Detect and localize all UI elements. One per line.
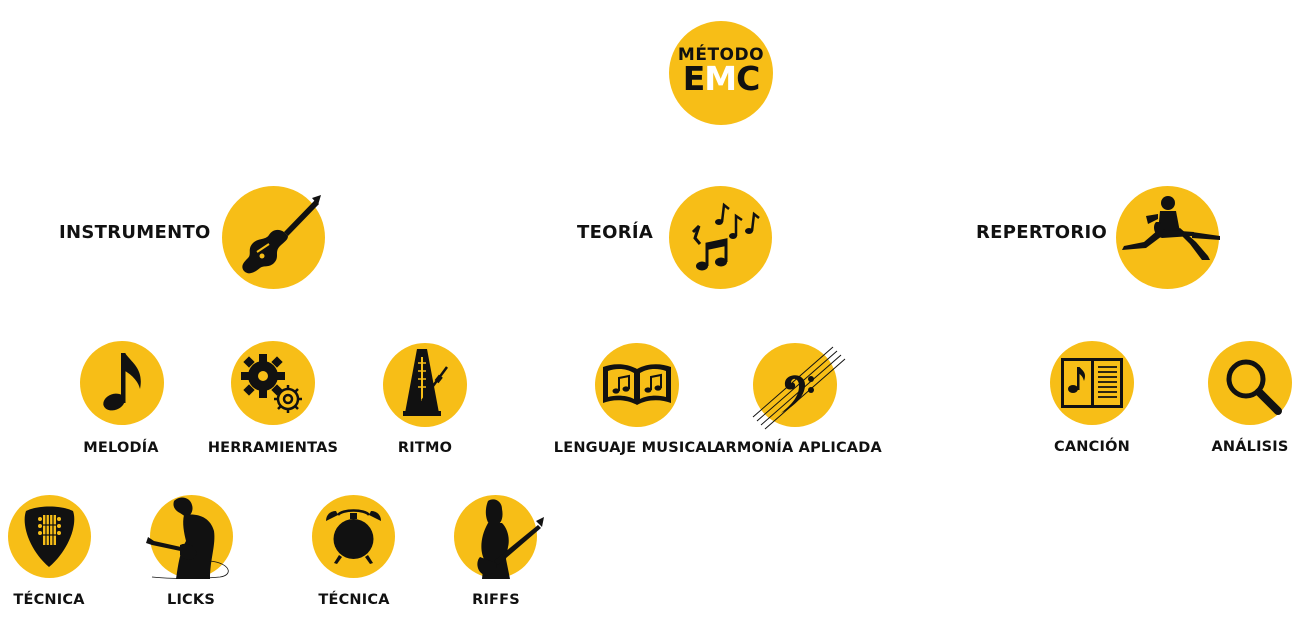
leaf-label-riffs: RIFFS (472, 592, 520, 608)
metronome-icon (403, 349, 449, 416)
subtopic-ritmo[interactable] (383, 343, 467, 427)
leaf-licks[interactable] (146, 495, 233, 579)
sheet-music-icon (1061, 358, 1123, 408)
category-label-repertorio: REPERTORIO (976, 222, 1108, 243)
subtopic-label-herramientas: HERRAMIENTAS (207, 440, 339, 456)
alarm-clock-icon (326, 509, 381, 564)
jumping-guitarist-icon (1122, 196, 1220, 260)
subtopic-cancion[interactable] (1050, 341, 1134, 425)
electric-guitar-icon (242, 195, 321, 274)
music-book-icon (603, 364, 671, 405)
subtopic-label-ritmo: RITMO (397, 440, 453, 456)
subtopic-analisis[interactable] (1208, 341, 1292, 425)
subtopic-label-analisis: ANÁLISIS (1211, 439, 1289, 455)
bass-clef-icon (752, 346, 846, 430)
subtopic-label-lenguaje-musical: LENGUAJE MUSICAL (553, 440, 717, 456)
subtopic-lenguaje-musical[interactable] (595, 343, 679, 427)
leaf-tecnica-ritmo[interactable] (312, 495, 395, 578)
logo-text-emc: EMC (682, 59, 761, 98)
subtopic-herramientas[interactable] (231, 341, 315, 425)
female-guitarist-icon (477, 499, 544, 579)
eighth-note-icon (103, 353, 141, 411)
logo-circle: MÉTODO EMC (669, 21, 773, 125)
category-label-instrumento: INSTRUMENTO (59, 222, 211, 243)
leaf-label-tecnica-1: TÉCNICA (13, 592, 85, 608)
logo-text-metodo: MÉTODO (677, 45, 765, 65)
subtopic-armonia-aplicada[interactable] (752, 343, 846, 430)
subtopic-label-melodia: MELODÍA (83, 440, 159, 456)
leaf-tecnica-instrumento[interactable] (8, 495, 91, 578)
subtopic-label-cancion: CANCIÓN (1054, 439, 1130, 455)
leaf-label-licks: LICKS (167, 592, 215, 608)
subtopic-label-armonia-aplicada: ARMONÍA APLICADA (714, 440, 882, 456)
category-label-teoria: TEORÍA (577, 222, 654, 243)
guitarist-silhouette-icon (146, 497, 229, 579)
gears-icon (241, 354, 302, 413)
guitar-pick-icon (24, 506, 75, 567)
category-teoria[interactable] (669, 186, 772, 289)
leaf-label-tecnica-2: TÉCNICA (318, 592, 390, 608)
music-notes-icon (691, 202, 760, 271)
magnifier-icon (1226, 359, 1282, 415)
category-repertorio[interactable] (1116, 186, 1220, 289)
category-instrumento[interactable] (222, 186, 325, 289)
leaf-riffs[interactable] (454, 495, 544, 579)
subtopic-melodia[interactable] (80, 341, 164, 425)
